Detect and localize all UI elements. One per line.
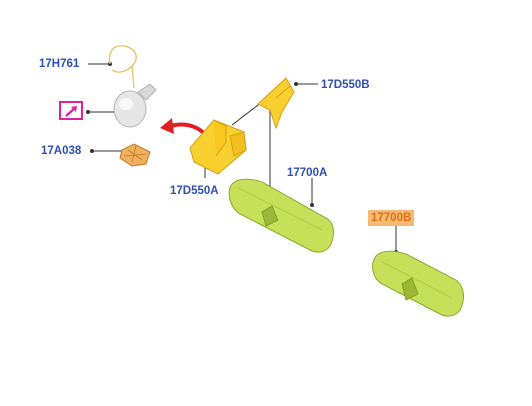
leader-bracket-link (231, 101, 263, 126)
mirror-part-a (228, 178, 334, 253)
bracket-part-b (257, 77, 295, 130)
callout-17A038[interactable]: 17A038 (41, 145, 82, 157)
callout-17D550B[interactable]: 17D550B (321, 79, 370, 91)
mirror-part-b (372, 250, 464, 317)
clip-part (119, 143, 151, 167)
external-link-icon (65, 106, 77, 117)
callout-17H761[interactable]: 17H761 (39, 58, 80, 70)
bracket-part-a (189, 119, 247, 175)
callout-17700B-highlighted[interactable]: 17700B (368, 210, 415, 226)
wire-harness-part (108, 45, 137, 89)
callout-17700A[interactable]: 17700A (287, 167, 328, 179)
sensor-part (113, 83, 157, 128)
callout-17D550A[interactable]: 17D550A (170, 185, 219, 197)
external-link-button[interactable] (59, 101, 83, 120)
